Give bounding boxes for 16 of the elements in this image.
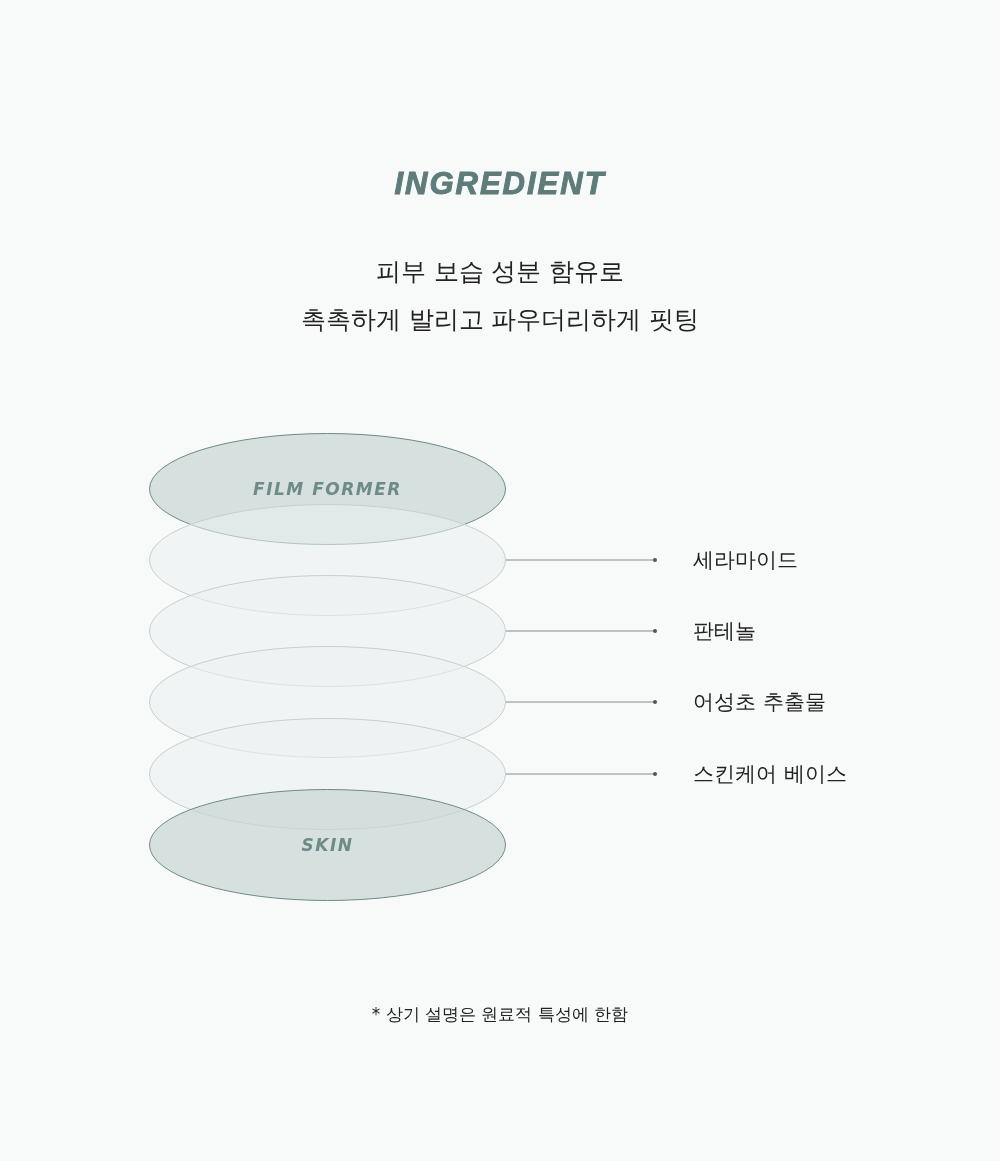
subtitle-text: 촉촉하게 발리고 파우더리하게 핏팅 — [299, 304, 701, 336]
layer-label: SKIN — [301, 835, 354, 855]
subtitle-text: 피부 보습 성분 함유로 — [374, 256, 626, 288]
title-text: INGREDIENT — [394, 166, 606, 201]
ingredient-label: 어성초 추출물 — [655, 687, 826, 717]
ingredient-label: 스킨케어 베이스 — [655, 759, 847, 789]
layer-ellipse — [149, 789, 506, 901]
footnote-text: * 상기 설명은 원료적 특성에 한함 — [370, 1003, 630, 1026]
layer-label: FILM FORMER — [253, 479, 402, 499]
ingredient-label: 판테놀 — [655, 616, 756, 646]
layer-ellipse — [149, 433, 506, 545]
ingredient-label: 세라마이드 — [655, 545, 798, 575]
leader-line — [505, 558, 657, 562]
leader-line — [505, 772, 657, 776]
leader-line — [505, 700, 657, 704]
leader-line — [505, 629, 657, 633]
